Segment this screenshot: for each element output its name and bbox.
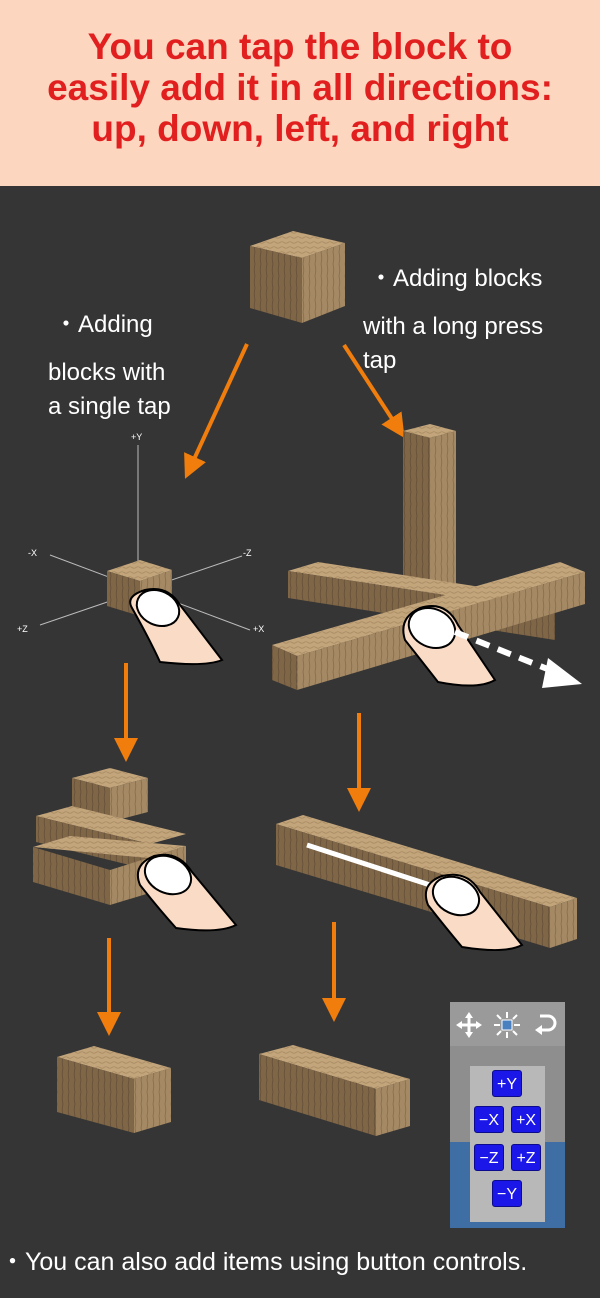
drag-arrow-icon [453, 629, 582, 688]
footer-note: ・You can also add items using button con… [0, 1248, 528, 1276]
arrow-to-single-tap [184, 343, 249, 479]
axis-label-plus-y: +Y [131, 432, 142, 442]
finger-icon [136, 853, 238, 932]
left-caption-line-2: blocks with [48, 359, 166, 386]
axis-label-plus-x: +X [253, 624, 264, 634]
title-line-2: easily add it in all directions: [47, 67, 553, 108]
button-control-panel: +Y −X +X −Z +Z −Y [450, 1002, 565, 1228]
minus-x-button[interactable]: −X [474, 1106, 504, 1133]
center-cube-icon[interactable] [492, 1010, 522, 1040]
move-arrows-icon[interactable] [454, 1010, 484, 1040]
panel-toolbar [450, 1002, 565, 1046]
header-banner: You can tap the block to easily add it i… [0, 0, 600, 186]
axis-label-minus-x: -X [28, 548, 37, 558]
long-piece [259, 1045, 410, 1136]
finger-icon [424, 873, 524, 951]
finger-icon [402, 605, 497, 687]
arrow-to-long-press [342, 343, 405, 439]
minus-z-button[interactable]: −Z [474, 1144, 504, 1171]
two-block-piece [57, 1046, 171, 1133]
plus-y-button[interactable]: +Y [492, 1070, 522, 1097]
page-title: You can tap the block to easily add it i… [0, 26, 600, 149]
plus-z-button[interactable]: +Z [511, 1144, 541, 1171]
left-caption-line-1: ・Adding [54, 311, 153, 338]
title-line-3: up, down, left, and right [91, 108, 509, 149]
single-block [250, 231, 345, 323]
left-caption-line-3: a single tap [48, 393, 171, 420]
plus-x-button[interactable]: +X [511, 1106, 541, 1133]
right-caption-line-3: tap [363, 347, 397, 374]
right-caption-line-1: ・Adding blocks [369, 265, 543, 292]
minus-y-button[interactable]: −Y [492, 1180, 522, 1207]
title-line-1: You can tap the block to [87, 26, 513, 67]
drag-line [306, 842, 431, 888]
axis-label-plus-z: +Z [17, 624, 28, 634]
finger-icon [129, 588, 224, 666]
right-caption-line-2: with a long press [363, 313, 544, 340]
axis-label-minus-z: -Z [243, 548, 252, 558]
undo-arrow-icon[interactable] [532, 1010, 560, 1040]
plus-blocks [33, 768, 186, 905]
